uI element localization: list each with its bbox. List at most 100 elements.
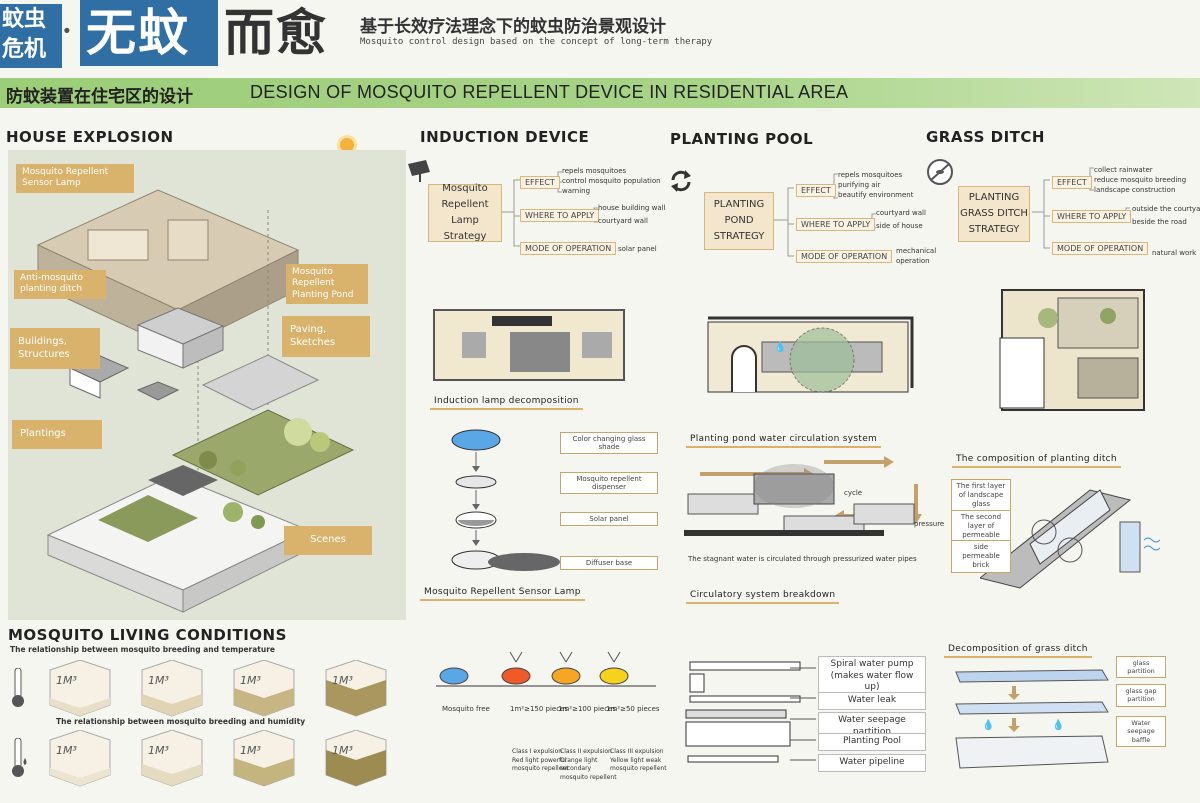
induction-where-items: house building wall courtyard wall xyxy=(598,204,666,226)
svg-text:💧: 💧 xyxy=(1052,718,1064,731)
cube-label-4: 1M³ xyxy=(332,674,353,687)
temperature-cubes xyxy=(40,659,406,720)
title-block-big xyxy=(80,0,218,66)
induction-title: INDUCTION DEVICE xyxy=(420,128,590,146)
svg-text:💧: 💧 xyxy=(774,340,786,353)
solar-panel-icon xyxy=(406,160,432,182)
ditch-part-glass-partition: glass partition xyxy=(1116,656,1166,678)
tag-scenes: Scenes xyxy=(284,526,372,555)
title-cn-small-2: 危机 xyxy=(2,36,47,62)
ditch-where-items: outside the courtyard beside the road xyxy=(1132,205,1200,227)
pool-wall-illustration: 💧 xyxy=(702,312,916,404)
cube-label-8: 1M³ xyxy=(332,744,353,757)
tag-buildings: Buildings, Structures xyxy=(10,328,100,369)
ditch-effect-items: collect rainwater reduce mosquito breedi… xyxy=(1094,166,1187,195)
thermometer-icon xyxy=(12,667,24,708)
induction-wall-illustration xyxy=(432,300,628,384)
induction-where-label: WHERE TO APPLY xyxy=(520,209,600,222)
sun-icon xyxy=(340,138,354,152)
cube-label-7: 1M³ xyxy=(240,744,261,757)
pool-mode-label: MODE OF OPERATION xyxy=(796,250,893,263)
banner-en: DESIGN OF MOSQUITO REPELLENT DEVICE IN R… xyxy=(250,82,849,102)
tag-plantings: Plantings xyxy=(12,420,102,449)
ditch-part-gap-partition: glass gap partition xyxy=(1116,684,1166,707)
level-3-note: Class III expulsion Yellow light weak mo… xyxy=(610,748,667,773)
humidity-cubes xyxy=(40,729,406,790)
lamp-part-solar: Solar panel xyxy=(560,512,658,526)
tag-planting-pond: Mosquito Repellent Planting Pond xyxy=(286,264,368,304)
part-water-pipeline: Water pipeline xyxy=(818,754,926,772)
part-planting-pool: Planting Pool xyxy=(818,733,926,751)
level-1-label: 1m²≥150 pieces xyxy=(510,705,569,713)
living-title: MOSQUITO LIVING CONDITIONS xyxy=(8,626,287,644)
level-1-note: Class I expulsion Red light powerful mos… xyxy=(512,748,569,773)
level-0-label: Mosquito free xyxy=(442,705,490,713)
induction-strategy-line-3: Lamp Strategy xyxy=(443,215,487,242)
title-cn-big-2: 而愈 xyxy=(224,3,328,62)
exploded-house-illustration xyxy=(36,189,355,613)
pool-title: PLANTING POOL xyxy=(670,130,814,148)
ditch-part-seepage-baffle: Water seepage baffle xyxy=(1116,716,1166,748)
svg-text:💧: 💧 xyxy=(982,718,994,731)
lamp-decomposition-title: Induction lamp decomposition xyxy=(430,394,583,410)
banner-cn: 防蚊装置在住宅区的设计 xyxy=(6,87,193,107)
pool-circulation-title: Planting pond water circulation system xyxy=(686,432,882,448)
breakdown-exploded-view xyxy=(684,660,804,780)
ditch-strategy: PLANTING GRASS DITCH STRATEGY xyxy=(958,186,1030,242)
pool-where-label: WHERE TO APPLY xyxy=(796,218,876,231)
level-2-label: 1m²≥100 pieces xyxy=(558,705,617,713)
ditch-where-label: WHERE TO APPLY xyxy=(1052,210,1132,223)
induction-effect-label: EFFECT xyxy=(520,176,560,189)
lamp-part-base: Diffuser base xyxy=(560,556,658,570)
cycle-label: cycle xyxy=(844,489,863,497)
cycle-icon xyxy=(668,168,694,194)
level-2-note: Class II expulsion Orange light secondar… xyxy=(560,748,617,782)
tag-sensor-lamp: Mosquito Repellent Sensor Lamp xyxy=(16,164,134,193)
induction-strategy: Mosquito Repellent Lamp Strategy xyxy=(428,183,502,242)
ditch-layer-1: The first layer of landscape glass xyxy=(951,479,1011,513)
lamp-part-shade: Color changing glass shade xyxy=(560,432,658,454)
induction-strategy-line-2: Repellent xyxy=(441,199,489,210)
ditch-composition-title: The composition of planting ditch xyxy=(952,452,1121,468)
living-sub-humidity: The relationship between mosquito breedi… xyxy=(56,717,306,726)
title-dot: · xyxy=(62,14,72,47)
title-cn-small-1: 蚊虫 xyxy=(2,6,47,32)
ditch-effect-label: EFFECT xyxy=(1052,176,1092,189)
lamp-exploded-view xyxy=(444,424,560,574)
tag-paving: Paving, Sketches xyxy=(282,316,370,357)
cube-label-5: 1M³ xyxy=(56,744,77,757)
breakdown-title: Circulatory system breakdown xyxy=(686,588,840,604)
subtitle-cn: 基于长效疗法理念下的蚊虫防治景观设计 xyxy=(360,17,666,37)
house-explosion-title: HOUSE EXPLOSION xyxy=(6,128,174,146)
induction-strategy-line-1: Mosquito xyxy=(442,183,488,194)
tag-planting-ditch: Anti-mosquito planting ditch xyxy=(14,270,106,299)
humidity-icon xyxy=(12,737,28,778)
cube-label-3: 1M³ xyxy=(240,674,261,687)
pressure-label: pressure xyxy=(914,520,945,528)
pool-mode-items: mechanical operation xyxy=(896,247,937,266)
induction-mode-label: MODE OF OPERATION xyxy=(520,242,617,255)
cube-label-6: 1M³ xyxy=(148,744,169,757)
ditch-decomposition-illustration: 💧 💧 xyxy=(952,664,1112,774)
section-banner: 防蚊装置在住宅区的设计 DESIGN OF MOSQUITO REPELLENT… xyxy=(0,78,1200,108)
ditch-decomposition-title: Decomposition of grass ditch xyxy=(944,642,1092,658)
ditch-courtyard-illustration xyxy=(998,288,1148,426)
lamp-part-dispenser: Mosquito repellent dispenser xyxy=(560,472,658,494)
pool-effect-label: EFFECT xyxy=(796,184,836,197)
cube-label-2: 1M³ xyxy=(148,674,169,687)
title-cn-big-1: 无蚊 xyxy=(86,3,190,62)
part-spiral-pump: Spiral water pump (makes water flow up) xyxy=(818,656,926,698)
level-3-label: 1m²≥50 pieces xyxy=(606,705,660,713)
cube-label-1: 1M³ xyxy=(56,674,77,687)
living-sub-temperature: The relationship between mosquito breedi… xyxy=(10,645,276,654)
pool-strategy: PLANTING POND STRATEGY xyxy=(704,192,774,250)
pool-where-items: courtyard wall side of house xyxy=(876,209,926,231)
induction-mode-item: solar panel xyxy=(618,245,657,253)
subtitle-en: Mosquito control design based on the con… xyxy=(360,37,713,47)
ditch-title: GRASS DITCH xyxy=(926,128,1045,146)
ditch-mode-label: MODE OF OPERATION xyxy=(1052,242,1149,255)
ditch-layer-3: side permeable brick xyxy=(951,540,1011,574)
induction-effect-items: repels mosquitoes control mosquito popul… xyxy=(562,167,661,196)
no-mosquito-icon xyxy=(926,158,954,186)
circulation-note: The stagnant water is circulated through… xyxy=(688,555,917,563)
